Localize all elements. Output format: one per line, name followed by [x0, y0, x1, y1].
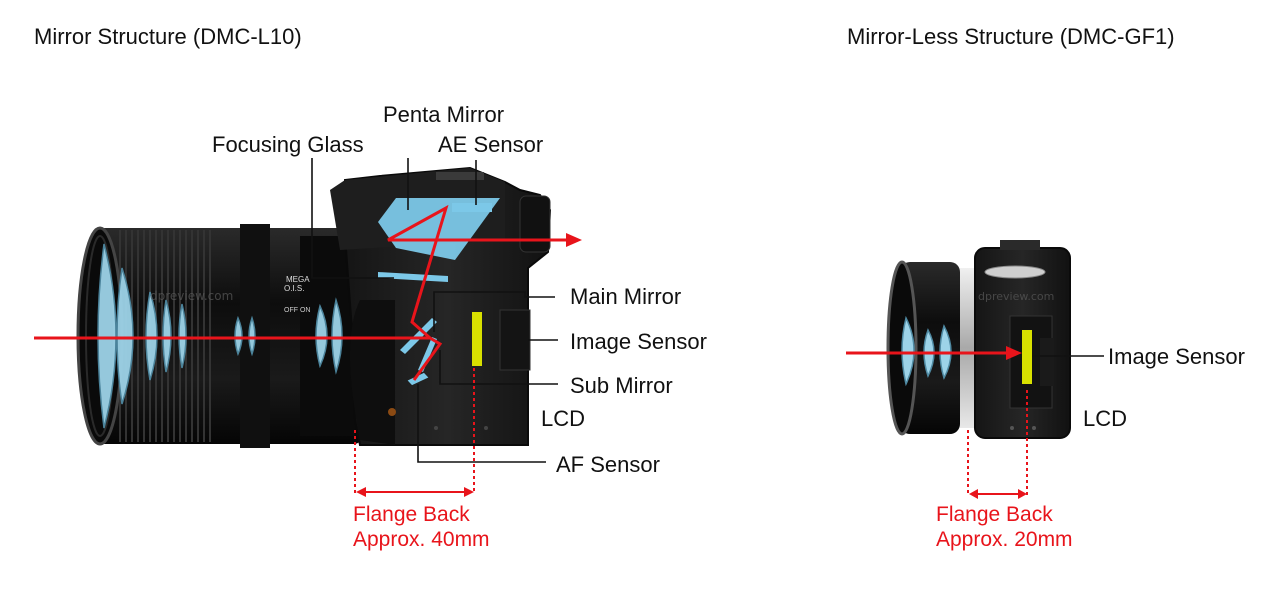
ae-sensor-shape — [452, 203, 492, 212]
label-focusing-glass: Focusing Glass — [212, 132, 364, 157]
lens-switch-text: OFF ON — [284, 307, 310, 314]
mirrorless-camera: dpreview.com — [846, 240, 1104, 499]
label-penta-mirror: Penta Mirror — [383, 102, 505, 127]
flange-back-left-line2: Approx. 40mm — [353, 528, 490, 551]
pancake-lens — [886, 260, 974, 436]
zoom-lens: MEGA O.I.S. OFF ON — [76, 224, 362, 448]
lens-brand-text: MEGA — [286, 275, 310, 284]
main-mirror-shape — [400, 318, 437, 354]
right-title: Mirror-Less Structure (DMC-GF1) — [847, 24, 1175, 49]
label-lcd-left: LCD — [541, 406, 586, 431]
flange-back-left-line1: Flange Back — [353, 503, 470, 526]
label-lcd-right: LCD — [1083, 406, 1128, 431]
dslr-leader-lines — [311, 158, 558, 463]
dslr-watermark: dpreview.com — [150, 289, 233, 303]
label-main-mirror: Main Mirror — [570, 284, 682, 309]
flange-back-right-line1: Flange Back — [936, 503, 1053, 526]
dslr-light-arrow — [566, 233, 582, 247]
label-af-sensor: AF Sensor — [556, 452, 660, 477]
label-image-sensor-right: Image Sensor — [1108, 344, 1245, 369]
dslr-camera: MEGA O.I.S. OFF ON — [34, 158, 582, 497]
mirrorless-image-sensor-shape — [1022, 330, 1032, 384]
lens-ois-text: O.I.S. — [284, 284, 304, 293]
mirrorless-light-path — [846, 346, 1022, 360]
sub-mirror-shape — [418, 337, 437, 372]
dslr-light-path — [34, 204, 570, 381]
label-image-sensor-left: Image Sensor — [570, 329, 707, 354]
mirrorless-flange-back — [967, 390, 1028, 499]
mirrorless-watermark: dpreview.com — [978, 290, 1054, 303]
af-sensor-shape — [407, 372, 429, 386]
flange-back-right-line2: Approx. 20mm — [936, 528, 1073, 551]
focusing-glass-shape — [378, 272, 448, 282]
label-sub-mirror: Sub Mirror — [570, 373, 673, 398]
label-ae-sensor: AE Sensor — [438, 132, 544, 157]
left-title: Mirror Structure (DMC-L10) — [34, 24, 302, 49]
mirrorless-body — [974, 240, 1071, 439]
dslr-image-sensor-shape — [472, 312, 482, 366]
dslr-flange-back — [354, 368, 475, 497]
